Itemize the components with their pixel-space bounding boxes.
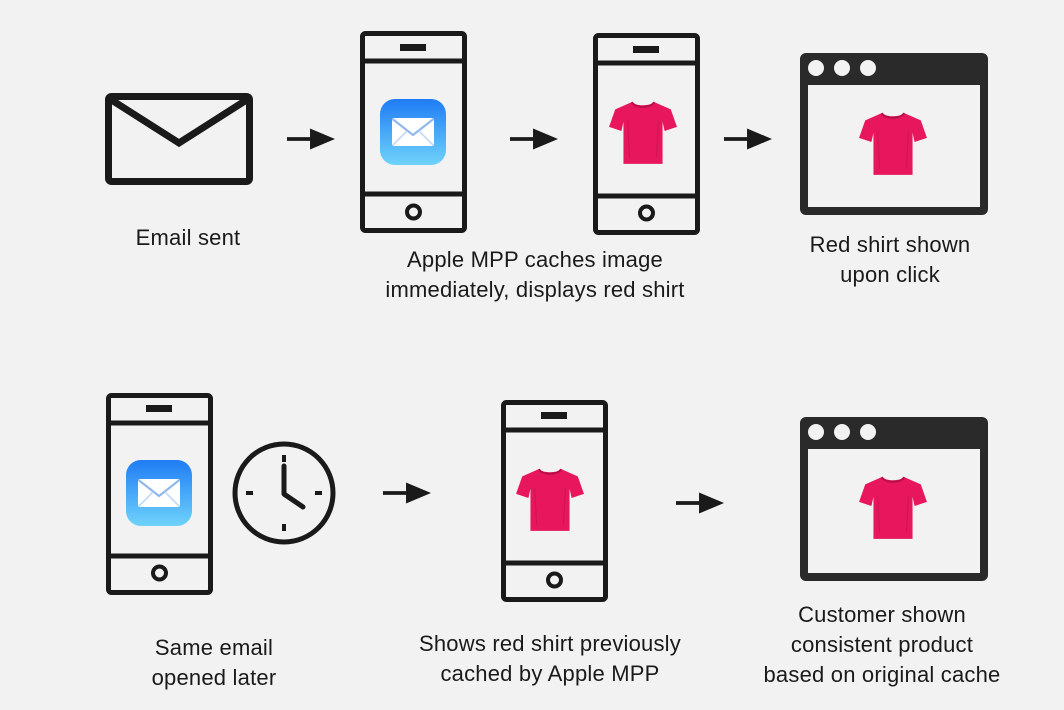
caption-shown-on-click: Red shirt shown upon click xyxy=(809,232,971,287)
caption-consistent-product: Customer shown consistent product based … xyxy=(763,602,1001,687)
phone-icon xyxy=(106,393,213,595)
red-shirt-icon xyxy=(608,101,678,165)
clock-icon xyxy=(232,441,336,545)
arrow-right-icon xyxy=(724,127,772,151)
mail-app-icon xyxy=(126,460,192,526)
caption-opened-later: Same email opened later xyxy=(151,635,277,690)
mail-app-icon xyxy=(380,99,446,165)
arrow-right-icon xyxy=(676,491,724,515)
arrow-right-icon xyxy=(383,481,431,505)
arrow-right-icon xyxy=(510,127,558,151)
caption-mpp-caches: Apple MPP caches image immediately, disp… xyxy=(385,247,685,302)
phone-icon xyxy=(593,33,700,235)
red-shirt-icon xyxy=(515,468,585,532)
arrow-right-icon xyxy=(287,127,335,151)
caption-previously-cached: Shows red shirt previously cached by App… xyxy=(419,631,681,686)
phone-icon xyxy=(501,400,608,602)
envelope-icon xyxy=(105,93,253,185)
phone-icon xyxy=(360,31,467,233)
caption-email-sent: Email sent xyxy=(135,225,241,250)
